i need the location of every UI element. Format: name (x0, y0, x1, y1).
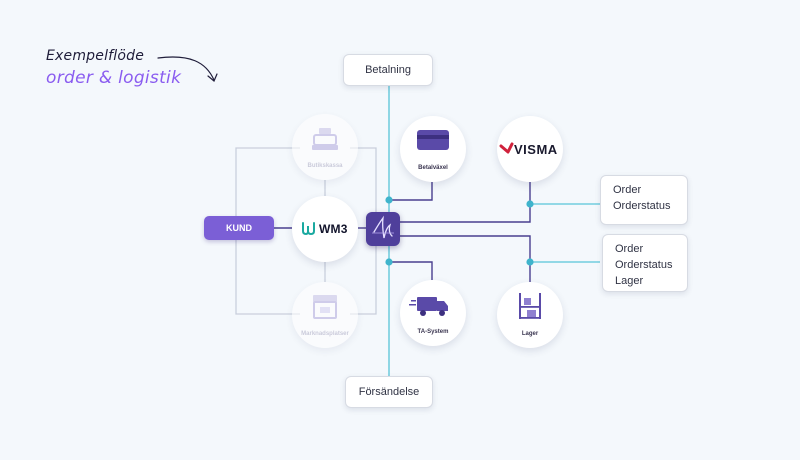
heading-line-1: Exempelflöde (46, 48, 145, 64)
wm3-label: WM3 (319, 222, 348, 236)
warehouse-shelf-icon (519, 293, 541, 319)
lager-node: Lager (497, 282, 563, 348)
ta-system-node: TA-System (400, 280, 466, 346)
betalning-label: Betalning (365, 64, 411, 76)
butikskassa-label: Butikskassa (307, 163, 343, 169)
visma-order-box: Order Orderstatus (600, 175, 688, 225)
visma-box-line-1: Order (613, 184, 642, 196)
visma-logo-icon (499, 142, 514, 154)
visma-label: VISMA (514, 142, 558, 157)
visma-node (497, 116, 563, 182)
delivery-truck-icon (409, 297, 448, 316)
lager-box-line-2: Orderstatus (615, 259, 673, 271)
butikskassa-node: Butikskassa (292, 114, 358, 180)
forsandelse-box: Försändelse (345, 376, 433, 408)
integration-hub (366, 212, 400, 246)
storefront-icon (313, 295, 337, 319)
credit-card-icon (417, 130, 449, 150)
heading-line-2: order & logistik (46, 68, 182, 88)
lager-box-line-3: Lager (615, 275, 644, 287)
betalning-box: Betalning (343, 54, 433, 86)
marknadsplatser-label: Marknadsplatser (301, 331, 349, 337)
lager-label: Lager (521, 331, 539, 337)
marknadsplatser-node: Marknadsplatser (292, 282, 358, 348)
kund-label: KUND (226, 223, 252, 233)
lager-box-line-1: Order (615, 243, 644, 255)
ta-system-label: TA-System (417, 329, 449, 335)
forsandelse-label: Försändelse (358, 386, 420, 398)
hub-logo-icon (372, 215, 394, 239)
kund-box: KUND (204, 216, 274, 240)
visma-box-line-2: Orderstatus (613, 200, 671, 212)
betalvaxel-node: Betalväxel (400, 116, 466, 182)
lager-order-box: Order Orderstatus Lager (602, 234, 688, 292)
cash-register-icon (312, 128, 338, 150)
betalvaxel-label: Betalväxel (418, 165, 448, 171)
wm3-logo-icon (302, 222, 315, 236)
wm3-node (292, 196, 358, 262)
